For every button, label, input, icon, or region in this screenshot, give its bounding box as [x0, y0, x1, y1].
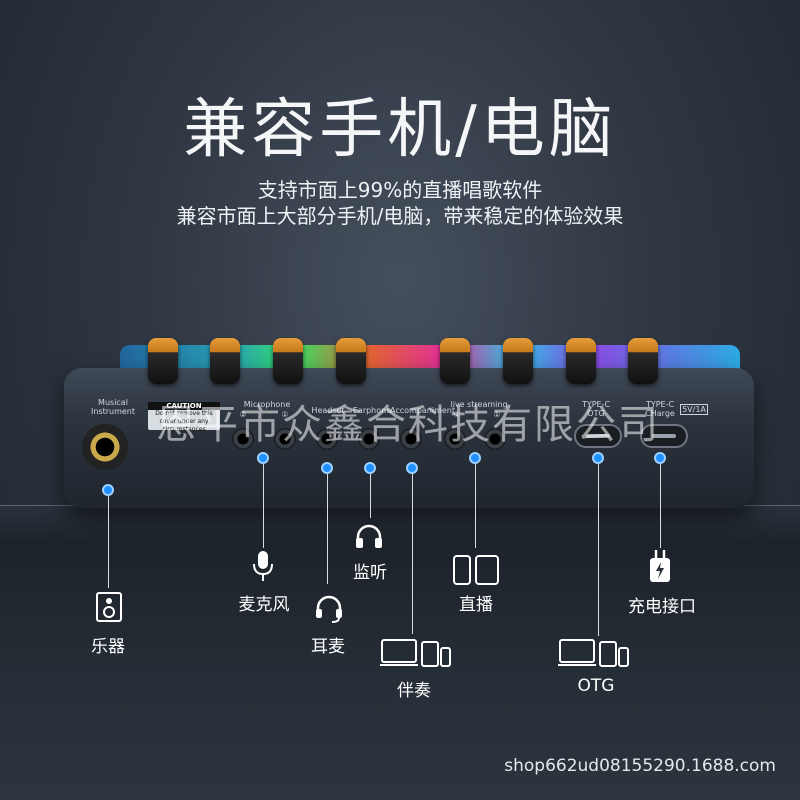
typec-otg-label-1: TYPE-C: [581, 400, 611, 409]
shop-url: shop662ud08155290.1688.com: [504, 756, 776, 776]
caution-text: Do not remove this cover under any circu…: [155, 410, 213, 433]
callout-dot-microphone: [257, 452, 269, 464]
subtitle-line-2: 兼容市面上大部分手机/电脑，带来稳定的体验效果: [176, 204, 624, 228]
live-1-jack: [484, 428, 506, 450]
knob: [566, 338, 596, 384]
callout-dot-charge: [654, 452, 666, 464]
live-1-label: ①: [493, 410, 501, 419]
phone-tablet-icon: [452, 554, 500, 586]
speaker-icon: [96, 592, 122, 622]
devices-icon: [380, 638, 452, 668]
callout-line-instrument: [108, 496, 109, 588]
label-microphone: 麦克风: [238, 595, 290, 615]
typec-charge-label-2: CHarge: [645, 409, 675, 418]
label-otg: OTG: [577, 676, 615, 696]
musical-instrument-label: Musical Instrument: [90, 398, 135, 416]
live-2-jack: [444, 428, 466, 450]
label-headset: 耳麦: [311, 637, 345, 657]
devices-icon-otg: [558, 638, 630, 668]
headline: 兼容手机/电脑: [183, 93, 617, 167]
mic-2-label: ②: [239, 410, 247, 419]
mic-1-label: ①: [281, 410, 289, 419]
label-charge: 充电接口: [628, 597, 696, 617]
callout-dot-otg: [592, 452, 604, 464]
headset-port-label: Headset: [311, 406, 345, 415]
callout-dot-monitor: [364, 462, 376, 474]
typec-otg-port: [574, 424, 622, 448]
typec-otg-label-2: OTG: [587, 409, 605, 418]
charger-icon: [648, 550, 672, 584]
caution-title: CAUTION: [148, 402, 220, 410]
knob: [628, 338, 658, 384]
callout-line-charge: [660, 464, 661, 548]
earphone-port-label: Earphone: [352, 406, 392, 415]
callout-dot-live: [469, 452, 481, 464]
headset-icon: [314, 594, 344, 624]
subtitle-line-1: 支持市面上99%的直播唱歌软件: [257, 178, 543, 202]
label-monitor: 监听: [353, 563, 387, 583]
typec-charge-label-1: TYPE-C: [645, 400, 675, 409]
label-accompaniment: 伴奏: [397, 681, 431, 701]
mic-1-jack: [274, 428, 296, 450]
callout-dot-instrument: [102, 484, 114, 496]
shelf-top: [0, 505, 800, 546]
knob: [440, 338, 470, 384]
callout-line-otg: [598, 464, 599, 636]
typec-charge-port: [640, 424, 688, 448]
accompaniment-jack: [400, 428, 422, 450]
callout-dot-accompaniment: [406, 462, 418, 474]
knob: [148, 338, 178, 384]
microphone-port-label: Microphone: [243, 400, 291, 409]
knob: [210, 338, 240, 384]
callout-line-headset: [327, 474, 328, 584]
instrument-jack: [82, 424, 128, 470]
mic-2-jack: [232, 428, 254, 450]
watermark: 恩平市众鑫合科技有限公司: [156, 402, 660, 448]
shelf-front: [0, 545, 800, 800]
label-instrument: 乐器: [91, 637, 125, 657]
earphone-jack: [358, 428, 380, 450]
callout-line-monitor: [370, 474, 371, 518]
knob: [336, 338, 366, 384]
headphones-icon: [354, 522, 384, 550]
microphone-icon: [252, 550, 274, 582]
headset-jack: [316, 428, 338, 450]
live-2-label: ②: [453, 410, 461, 419]
power-rating-label: 5V/1A: [680, 404, 708, 415]
callout-dot-headset: [321, 462, 333, 474]
callout-line-microphone: [263, 464, 264, 548]
accompaniment-port-label: Accompaniment: [390, 406, 456, 415]
callout-line-live: [475, 464, 476, 548]
caution-sticker: CAUTION Do not remove this cover under a…: [148, 402, 220, 433]
live-streaming-port-label: live streaming: [450, 400, 508, 409]
callout-line-accompaniment: [412, 474, 413, 634]
knob: [503, 338, 533, 384]
label-live: 直播: [459, 595, 493, 615]
knob: [273, 338, 303, 384]
